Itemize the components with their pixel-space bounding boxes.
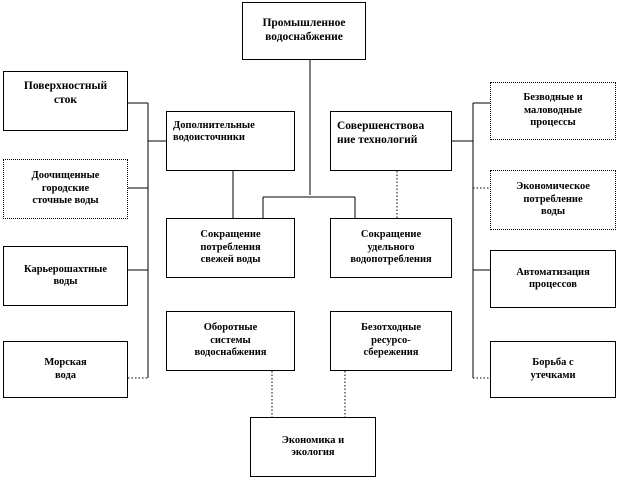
node-economy-and-ecology: Экономика и экология — [250, 417, 376, 477]
node-fresh-water-reduction: Сокращение потребления свежей воды — [166, 218, 295, 278]
node-economic-water-consumption: Экономическое потребление воды — [490, 170, 616, 230]
node-waterless-processes: Безводные и маловодные процессы — [490, 82, 616, 140]
node-additional-water-sources: Дополнительные водоисточники — [166, 111, 295, 171]
node-quarry-mine-water: Карьерошахтные воды — [3, 246, 128, 306]
node-technology-improvement: Совершенствова ние технологий — [330, 111, 452, 171]
node-treated-urban-wastewater: Доочищенные городские сточные воды — [3, 159, 128, 219]
node-specific-consumption-reduction: Сокращение удельного водопотребления — [330, 218, 452, 278]
node-surface-runoff: Поверхностный сток — [3, 71, 128, 131]
node-process-automation: Автоматизация процессов — [490, 250, 616, 308]
node-sea-water: Морская вода — [3, 341, 128, 398]
node-industrial-water-supply: Промышленное водоснабжение — [242, 2, 366, 60]
node-leak-control: Борьба с утечками — [490, 341, 616, 398]
node-recycling-water-systems: Оборотные системы водоснабжения — [166, 311, 295, 371]
node-waste-free-resource-saving: Безотходные ресурсо- сбережения — [330, 311, 452, 371]
